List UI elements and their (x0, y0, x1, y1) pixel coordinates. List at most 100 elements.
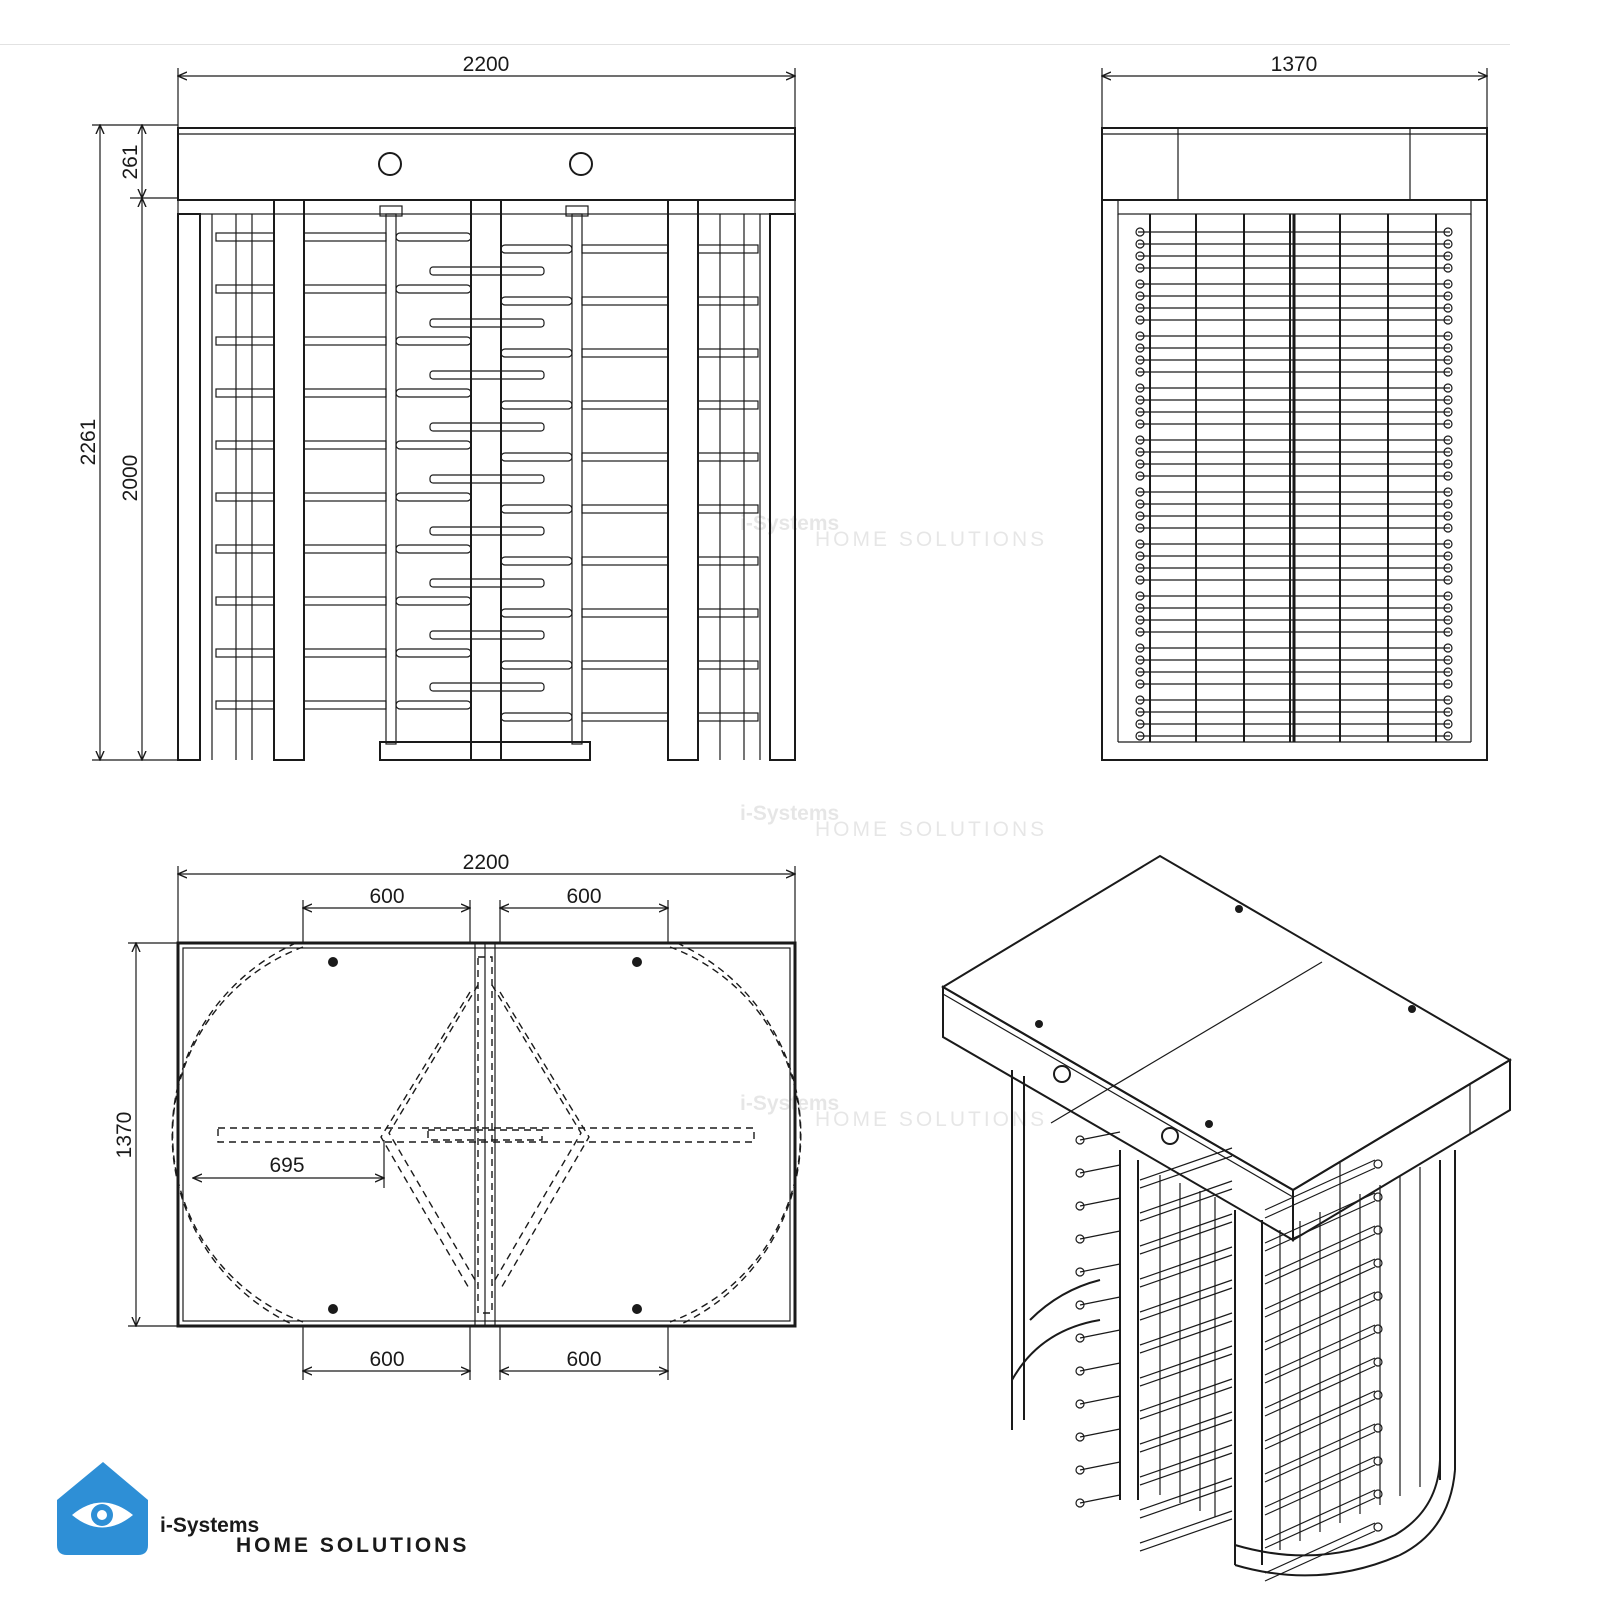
plan-bottom-left-span-label: 600 (369, 1348, 404, 1371)
arm-end (1443, 655, 1453, 665)
iso-rotor-arm (1264, 1233, 1376, 1285)
right-rotor-arm (581, 660, 669, 670)
arm-end (1135, 395, 1145, 405)
arm-end (1373, 1225, 1383, 1235)
iso-rotor-arm (1139, 1188, 1233, 1222)
arm-end (1075, 1399, 1085, 1409)
left-side-arm (215, 388, 275, 398)
front-passage-height-label: 2000 (119, 455, 142, 502)
center-rotor-arm (429, 682, 545, 692)
iso-arc (1234, 1459, 1441, 1557)
arm-end (1443, 499, 1453, 509)
arm-end (1443, 511, 1453, 521)
arm-end (1443, 523, 1453, 533)
arm-end (1443, 731, 1453, 741)
iso-rotor-arm (1139, 1477, 1233, 1511)
iso-rotor-arm (1139, 1345, 1233, 1379)
bolt (1205, 1120, 1213, 1128)
watermark-tagline: HOME SOLUTIONS (815, 528, 1047, 551)
iso-side-arm (1079, 1494, 1121, 1504)
arm-end (1135, 355, 1145, 365)
arm-end (1075, 1234, 1085, 1244)
left-rotor-arm (395, 596, 472, 606)
arm-end (1135, 707, 1145, 717)
arm-end (1443, 707, 1453, 717)
arm-end (1075, 1168, 1085, 1178)
house-eye-icon (57, 1462, 148, 1555)
iso-rotor-arm (1264, 1324, 1376, 1376)
arm-end (1443, 383, 1453, 393)
right-rotor-arm (581, 296, 669, 306)
arm-end (1135, 603, 1145, 613)
arm-end (1443, 395, 1453, 405)
left-side-arm (215, 544, 275, 554)
arm-end (1135, 419, 1145, 429)
center-rotor-arm (429, 318, 545, 328)
arm-end (1443, 603, 1453, 613)
iso-side-arm (1079, 1362, 1121, 1372)
iso-side-arm (1079, 1395, 1121, 1405)
arm-end (1075, 1300, 1085, 1310)
iso-rotor-arm (1264, 1398, 1376, 1450)
arm-end (1075, 1267, 1085, 1277)
arm-end (1135, 251, 1145, 261)
iso-rotor-arm (1139, 1353, 1233, 1387)
iso-arc (1029, 1279, 1101, 1321)
left-rotor-arm (395, 284, 472, 294)
iso-side-arm (1079, 1164, 1121, 1174)
right-rotor-arm (500, 504, 573, 514)
iso-rotor-arm (1264, 1497, 1376, 1549)
arm-end (1443, 447, 1453, 457)
arm-end (1373, 1258, 1383, 1268)
arm-end (1075, 1498, 1085, 1508)
arm-end (1135, 487, 1145, 497)
iso-arc (1011, 1319, 1101, 1381)
plan-arm-length-label: 695 (269, 1154, 304, 1177)
arm-end (1443, 303, 1453, 313)
plan-width-label: 2200 (463, 851, 510, 874)
right-rotor-arm (500, 660, 573, 670)
watermark: i-Systems i-Systems i-Systems HOME SOLUT… (740, 512, 1047, 1131)
arm-end (1075, 1366, 1085, 1376)
front-width-label: 2200 (463, 53, 510, 76)
arm-end (1135, 667, 1145, 677)
front-view: 2200 2261 261 2000 (77, 53, 796, 761)
right-side-arm (697, 244, 759, 254)
arm-end (1443, 291, 1453, 301)
iso-rotor-arm (1139, 1444, 1233, 1478)
arm-end (1135, 511, 1145, 521)
arm-end (1135, 227, 1145, 237)
arm-end (1135, 343, 1145, 353)
iso-rotor-arm (1264, 1167, 1376, 1219)
iso-rotor-arm (1264, 1522, 1376, 1574)
left-rotor-arm (303, 700, 387, 710)
brand-logo: i-Systems HOME SOLUTIONS (57, 1462, 466, 1557)
arm-end (1443, 575, 1453, 585)
arm-end (1373, 1291, 1383, 1301)
arm-end (1443, 679, 1453, 689)
bolt (632, 957, 642, 967)
iso-rotor-arm (1139, 1386, 1233, 1420)
left-side-arm (215, 700, 275, 710)
iso-rotor-arm (1139, 1411, 1233, 1445)
arm-end (1443, 355, 1453, 365)
iso-rotor-arm (1264, 1489, 1376, 1541)
center-rotor-arm (429, 370, 545, 380)
bolt (632, 1304, 642, 1314)
left-rotor-arm (303, 232, 387, 242)
right-side-arm (697, 452, 759, 462)
right-rotor-arm (500, 608, 573, 618)
right-rotor-arm (581, 712, 669, 722)
arm-end (1135, 695, 1145, 705)
left-side-arm (215, 648, 275, 658)
left-rotor-arm (395, 544, 472, 554)
iso-rotor-arm (1264, 1192, 1376, 1244)
iso-rotor-arm (1139, 1510, 1233, 1544)
arm-end (1443, 471, 1453, 481)
iso-rotor-arm (1264, 1332, 1376, 1384)
iso-side-arm (1079, 1131, 1121, 1141)
left-rotor-arm (303, 648, 387, 658)
arm-end (1443, 539, 1453, 549)
arm-end (1135, 279, 1145, 289)
arm-end (1443, 263, 1453, 273)
